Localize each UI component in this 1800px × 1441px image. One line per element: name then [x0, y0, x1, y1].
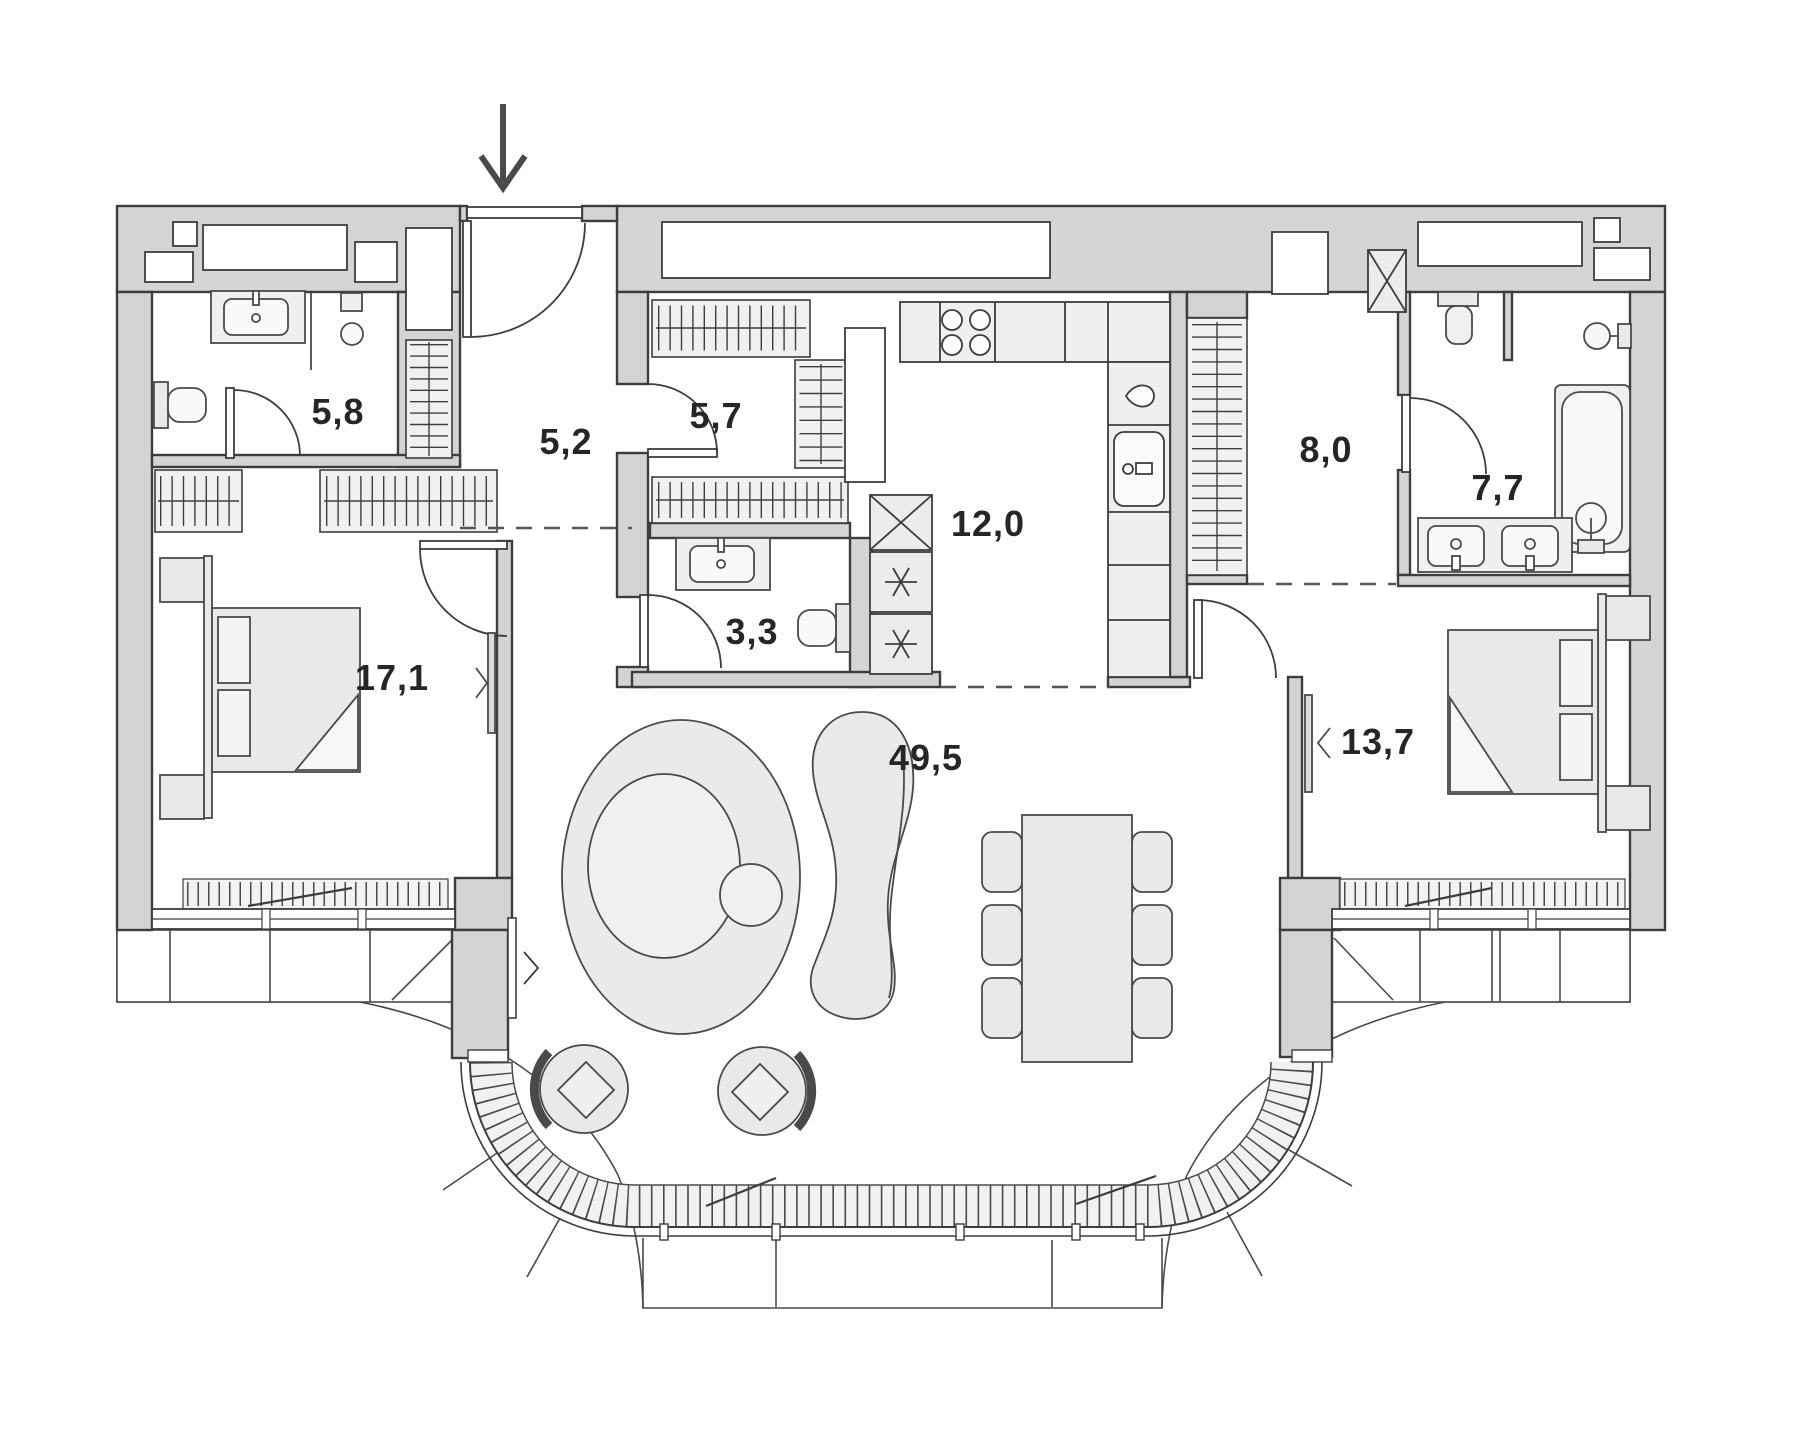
tv-mount-mark	[1316, 727, 1331, 759]
room-area-label-bathroom-master: 5,8	[311, 391, 364, 432]
washer-icon	[869, 551, 933, 613]
room-area-label-bedroom-master: 17,1	[355, 657, 429, 698]
wc-door	[639, 594, 722, 669]
built-in-cabinets	[144, 217, 1651, 331]
round-rug-group	[561, 719, 801, 1035]
pillow	[1559, 639, 1593, 707]
entry-door-swing	[462, 220, 586, 338]
bedroom-master-window	[151, 878, 456, 930]
headboard	[203, 555, 213, 819]
room-area-label-wc: 3,3	[725, 611, 778, 652]
kitchen-counters	[844, 301, 1171, 678]
wardrobe-hallway-strip	[1186, 317, 1248, 576]
doors	[225, 206, 1487, 679]
vent-shaft-icon	[1367, 249, 1407, 313]
kitchen-sink-icon	[1113, 431, 1165, 507]
bedroom-master-door	[419, 540, 508, 637]
bathroom-master-door	[225, 387, 301, 459]
bathroom-master-fixtures	[153, 290, 364, 429]
wardrobe-bedroom-master-b	[319, 469, 498, 533]
nightstand	[1605, 595, 1651, 641]
nightstand	[159, 557, 205, 603]
nightstand	[1605, 785, 1651, 831]
entry-arrow-icon	[478, 104, 528, 194]
walls	[115, 204, 1667, 1060]
wardrobe-57-right	[794, 359, 849, 469]
dining-set	[981, 814, 1173, 1063]
bedroom-master-furniture	[159, 555, 496, 820]
armchair	[529, 1044, 629, 1134]
armchair	[717, 1046, 817, 1136]
pillow	[1559, 713, 1593, 781]
stove-icon	[941, 309, 991, 356]
bedroom-second-furniture	[1304, 593, 1651, 833]
glazing-connector-right	[1291, 1049, 1333, 1063]
room-area-label-bathroom-second: 7,7	[1471, 467, 1524, 508]
tv-panel	[487, 632, 496, 734]
headboard	[1597, 593, 1607, 833]
blanket-fold	[294, 692, 359, 771]
double-vanity-icon	[1417, 517, 1573, 573]
tv-mount-mark	[475, 667, 489, 699]
wardrobe-bedroom-master-a	[154, 469, 243, 533]
room-area-label-kitchen: 12,0	[951, 503, 1025, 544]
kitchen-tall-cabinet	[844, 327, 886, 483]
shaft-x-icon	[869, 494, 933, 551]
wardrobe-hall-strip	[405, 339, 453, 459]
pillow	[217, 616, 251, 684]
room-area-label-hallway: 8,0	[1299, 429, 1352, 470]
wardrobe-57-top	[651, 299, 811, 358]
room-area-label-wardrobe: 5,7	[689, 395, 742, 436]
bathtub-icon	[1554, 384, 1631, 554]
living-room-curved-glazing	[460, 1061, 1323, 1241]
laundry-column	[869, 494, 933, 675]
room-area-label-bedroom-second: 13,7	[1341, 721, 1415, 762]
drop-icon	[1124, 384, 1155, 408]
zone-boundaries	[460, 526, 1396, 689]
blanket-fold	[1449, 695, 1514, 793]
glazing-connector-left	[467, 1049, 509, 1063]
wc-fixtures	[675, 537, 851, 653]
tv-panel	[1304, 694, 1313, 793]
balcony-door	[507, 917, 540, 1019]
dryer-icon	[869, 613, 933, 675]
room-area-label-living-dining: 49,5	[889, 737, 963, 778]
dining-table	[1021, 814, 1133, 1063]
bathroom-second-fixtures	[1417, 291, 1632, 573]
bedroom-second-door	[1193, 599, 1277, 679]
pillow	[217, 689, 251, 757]
bedroom-second-window	[1331, 878, 1631, 930]
living-room-furniture	[529, 711, 1173, 1136]
bathroom-second-door	[1401, 394, 1487, 475]
curved-terrace	[116, 929, 1631, 1309]
wardrobe-57-door	[647, 383, 718, 458]
nightstand	[159, 774, 205, 820]
curved-sofa	[809, 711, 915, 1020]
wardrobe-57-bottom	[651, 476, 849, 524]
room-area-label-entry-hall: 5,2	[539, 421, 592, 462]
